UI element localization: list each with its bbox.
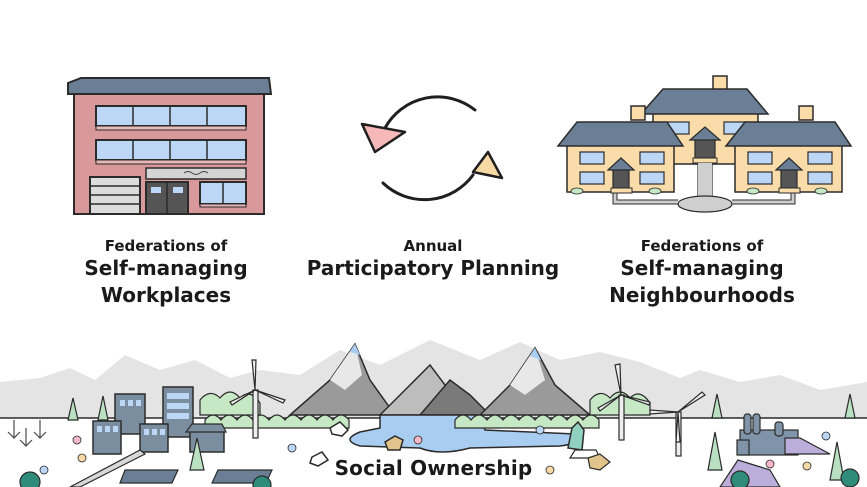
planning-title: Participatory Planning (306, 256, 560, 280)
landscape-illustration (0, 330, 867, 487)
neighbourhoods-subtitle: Federations of (640, 237, 764, 255)
social-ownership-text: Social Ownership (334, 456, 533, 480)
social-ownership-title: Social Ownership (0, 456, 867, 480)
planning-label: Annual Participatory Planning (303, 237, 563, 282)
workplaces-label: Federations of Self-managing Workplaces (66, 237, 266, 309)
neighbourhoods-title-line2: Neighbourhoods (609, 283, 795, 307)
neighbourhoods-title-line1: Self-managing (620, 256, 784, 280)
workplaces-title-line2: Workplaces (100, 283, 232, 307)
workplaces-subtitle: Federations of (104, 237, 228, 255)
workplaces-title-line1: Self-managing (84, 256, 248, 280)
workplace-building-icon (66, 76, 274, 218)
neighbourhood-houses-icon (555, 72, 853, 218)
cycle-arrows-icon (355, 80, 515, 212)
planning-subtitle: Annual (403, 237, 463, 255)
neighbourhoods-label: Federations of Self-managing Neighbourho… (592, 237, 812, 309)
